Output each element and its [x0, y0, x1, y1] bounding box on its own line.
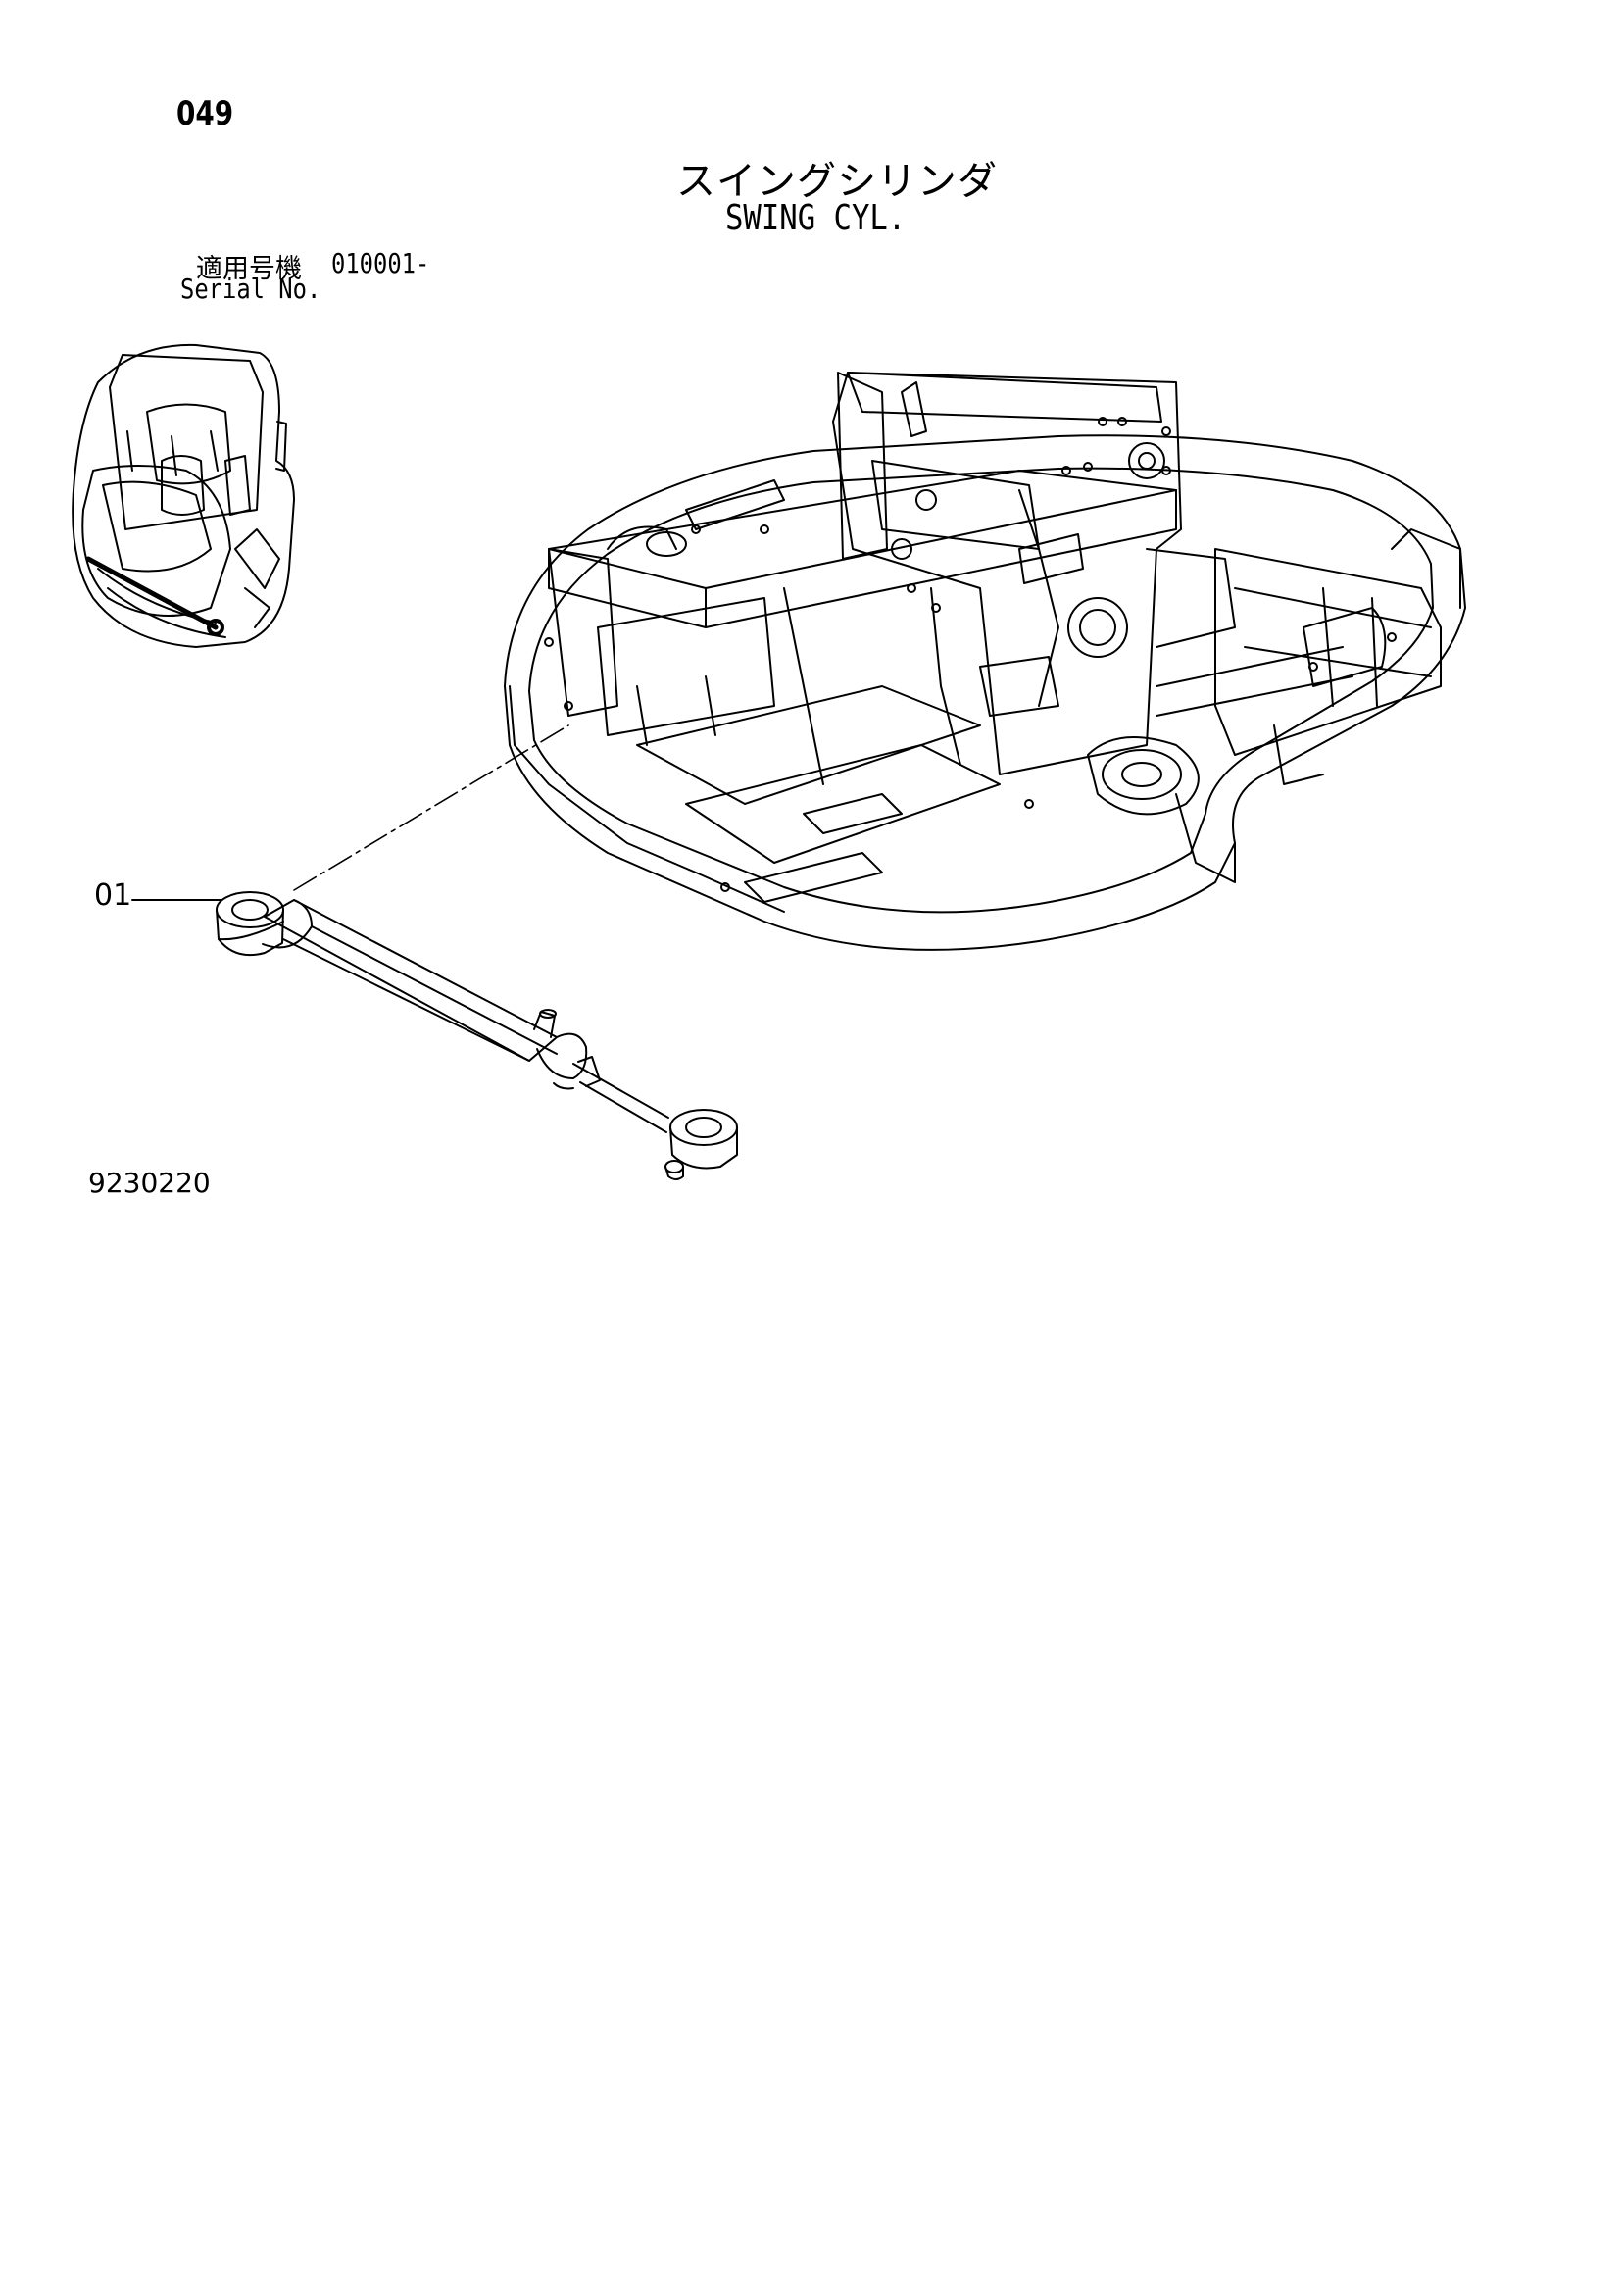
title-japanese: スイングシリンダ	[676, 159, 998, 204]
swing-cylinder-drawing	[217, 892, 737, 1179]
callout-label-01: 01	[94, 878, 132, 913]
page-number: 049	[176, 94, 234, 133]
title-english: SWING CYL.	[725, 198, 907, 238]
excavator-overview-thumbnail	[73, 345, 294, 647]
upper-frame-drawing	[505, 373, 1465, 950]
serial-label-english: Serial No.	[180, 273, 321, 305]
serial-label-japanese: 適用号機	[196, 254, 302, 284]
serial-value: 010001-	[331, 247, 430, 279]
figure-number: 9230220	[88, 1167, 211, 1199]
leader-dashdot	[294, 725, 568, 890]
